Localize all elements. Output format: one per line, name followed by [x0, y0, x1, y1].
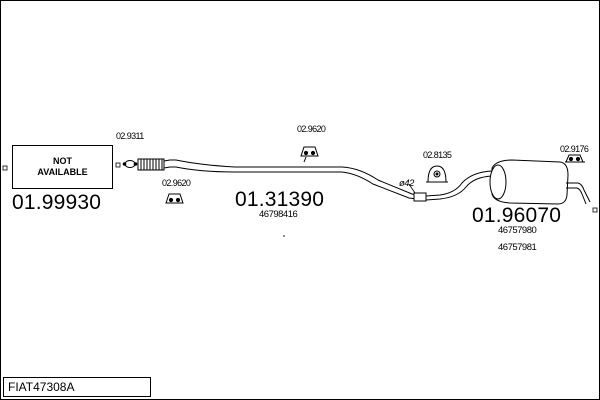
- front-hanger-label: 02.9620: [162, 178, 191, 188]
- rear-hanger-label: 02.9176: [560, 144, 589, 154]
- kit-code-box: FIAT47308A: [3, 377, 151, 397]
- middle-pipe-number: 01.31390: [235, 188, 325, 211]
- rear-pipe: [425, 170, 493, 201]
- rear-silencer-oe1: 46757980: [498, 225, 537, 236]
- left-part-number: 01.99930: [12, 191, 102, 214]
- rear-hanger-icon: [565, 154, 585, 163]
- mid-hanger-label: 02.9620: [297, 124, 326, 134]
- rear-silencer-oe2: 46757981: [498, 242, 537, 253]
- diameter-pointer: [408, 183, 416, 194]
- front-hanger-icon: [165, 193, 184, 204]
- right-marker: [592, 207, 598, 213]
- not-available-line2: AVAILABLE: [37, 167, 88, 177]
- rear-silencer-number: 01.96070: [472, 204, 562, 227]
- mid-hanger-icon: [300, 146, 319, 163]
- middle-pipe: [163, 159, 427, 202]
- left-marker: [2, 165, 8, 171]
- dot-marker: [283, 235, 285, 237]
- rear-mount-label: 02.8135: [423, 150, 452, 160]
- middle-pipe-oe: 46798416: [259, 209, 298, 220]
- flex-pipe-icon: [137, 158, 165, 171]
- kit-code: FIAT47308A: [8, 380, 75, 394]
- front-clamp-icon: [122, 160, 138, 168]
- rear-silencer-icon: [489, 159, 591, 205]
- not-available-line1: NOT: [53, 156, 72, 166]
- diameter-label: ø42: [399, 178, 414, 189]
- not-available-box: NOT AVAILABLE: [12, 145, 113, 189]
- front-clamp-label: 02.9311: [116, 131, 144, 141]
- rear-mount-icon: [426, 165, 448, 183]
- left-joint-marker: [115, 162, 121, 168]
